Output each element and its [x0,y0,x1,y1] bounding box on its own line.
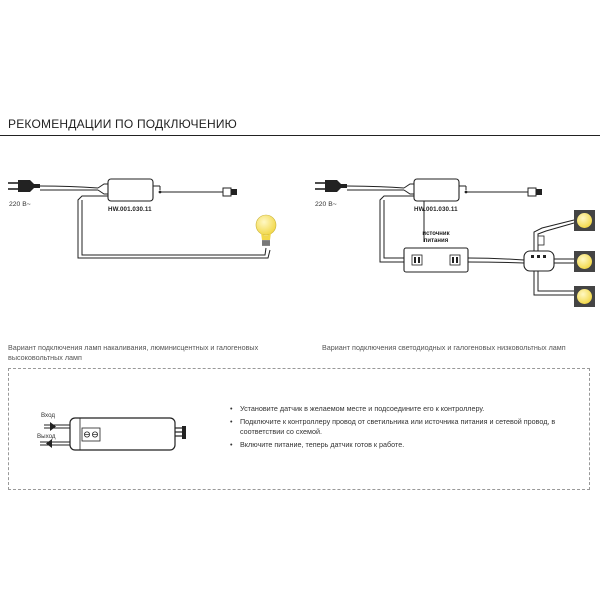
right-sensor-connector-icon [527,187,542,197]
input-label: Вход [41,412,55,419]
sensor-connection-diagram [40,417,186,451]
right-voltage-label: 220 В~ [315,201,337,208]
bottom-controller-box [69,417,176,451]
left-diagram-caption: Вариант подключения ламп накаливания, лю… [8,343,259,362]
left-wiring-diagram [8,178,277,259]
instruction-item: •Включите питание, теперь датчик готов к… [230,440,405,449]
title-divider [0,135,600,136]
left-controller-box [107,178,154,202]
right-diagram-caption: Вариант подключения светодиодных и галог… [322,343,566,352]
instruction-item: •Установите датчик в желаемом месте и по… [230,404,485,413]
power-supply-label-line1: источник [422,231,450,237]
power-supply-label-line2: питания [423,238,449,244]
bullet-icon: • [230,417,233,426]
power-supply-box [403,247,469,273]
output-label: Выход [37,433,56,440]
left-model-label: HW.001.030.11 [108,206,152,213]
instructions-list: •Установите датчик в желаемом месте и по… [230,404,580,453]
led-distributor-hub [523,250,555,272]
right-plug-icon [315,180,347,192]
led-spot-icon [574,210,595,231]
right-wiring-diagram [315,178,595,307]
input-arrow-icon [50,422,56,431]
instruction-item: •Подключите к контроллеру провод от свет… [230,417,556,436]
led-spot-icon [574,286,595,307]
left-voltage-label: 220 В~ [9,201,31,208]
bullet-icon: • [230,440,233,449]
output-arrow-icon [46,439,52,448]
right-model-label: HW.001.030.11 [414,206,458,213]
instructions-panel [8,368,590,490]
light-bulb-icon [255,214,277,246]
power-supply-label: источник питания [411,231,461,245]
bullet-icon: • [230,404,233,413]
right-controller-box [413,178,460,202]
section-title: РЕКОМЕНДАЦИИ ПО ПОДКЛЮЧЕНИЮ [8,117,237,131]
led-spot-icon [574,251,595,272]
left-plug-icon [8,180,40,192]
left-sensor-connector-icon [222,187,237,197]
